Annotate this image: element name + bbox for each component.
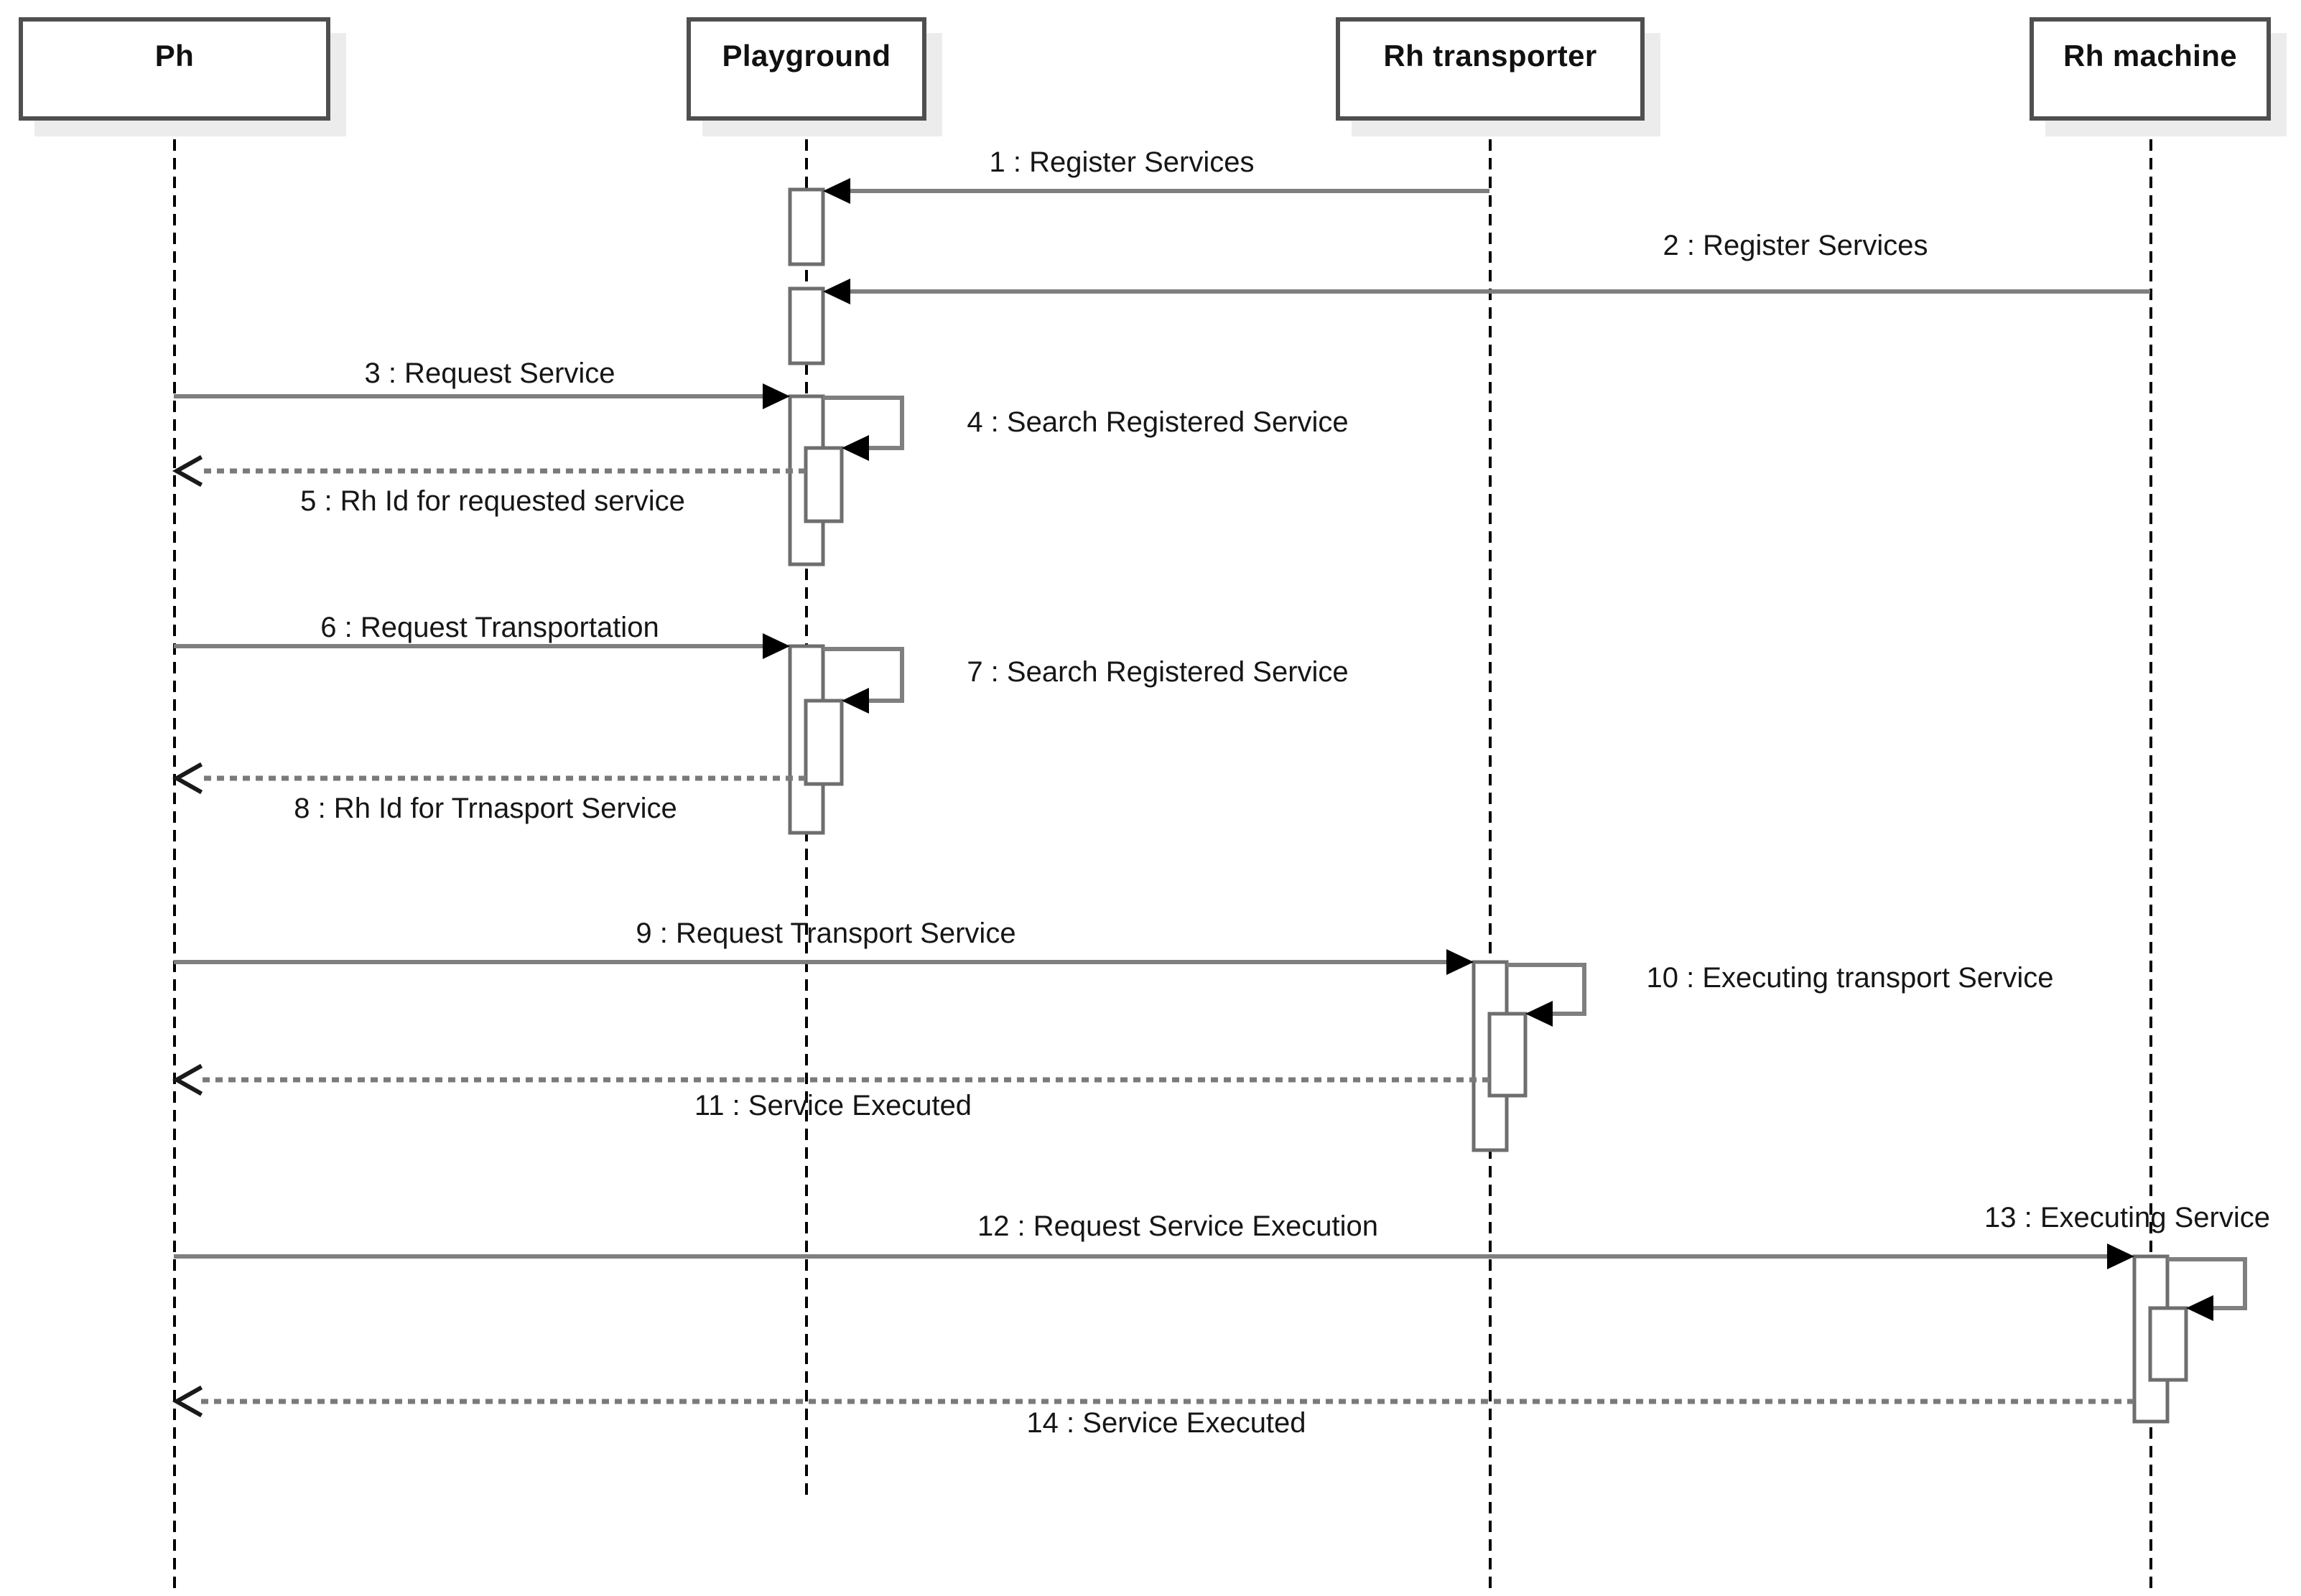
activation-rh-transporter-msg10 — [1487, 1012, 1528, 1098]
message-5-label: 5 : Rh Id for requested service — [300, 486, 685, 518]
activation-playground-msg2 — [788, 286, 825, 365]
message-7-self-line — [823, 647, 904, 703]
message-13-arrowhead — [2186, 1295, 2213, 1321]
message-6-label: 6 : Request Transportation — [320, 612, 659, 644]
actor-playground: Playground — [687, 17, 926, 121]
message-7-label: 7 : Search Registered Service — [967, 657, 1349, 689]
actor-rh-transporter: Rh transporter — [1336, 17, 1645, 121]
message-9-label: 9 : Request Transport Service — [636, 918, 1016, 950]
message-4-arrowhead — [842, 435, 869, 461]
message-1-arrowhead — [823, 178, 850, 204]
message-9-arrowhead — [1446, 949, 1474, 975]
actor-rh-machine: Rh machine — [2030, 17, 2271, 121]
activation-playground-msg1 — [788, 187, 825, 266]
message-12-label: 12 : Request Service Execution — [977, 1211, 1379, 1243]
message-3-label: 3 : Request Service — [364, 358, 615, 390]
message-2-label: 2 : Register Services — [1663, 230, 1928, 262]
activation-playground-msg4 — [804, 446, 844, 523]
message-13-label: 13 : Executing Service — [1984, 1203, 2270, 1234]
message-7-arrowhead — [842, 688, 869, 714]
message-11-label: 11 : Service Executed — [694, 1091, 972, 1122]
message-8-label: 8 : Rh Id for Trnasport Service — [294, 793, 677, 825]
actor-rh-transporter-label: Rh transporter — [1383, 40, 1597, 73]
actor-ph-label: Ph — [154, 40, 195, 73]
message-6-arrowhead — [763, 633, 790, 659]
message-5-open-arrowhead — [172, 454, 203, 487]
message-14-open-arrowhead — [172, 1385, 203, 1418]
message-2-arrowhead — [823, 279, 850, 304]
message-1-label: 1 : Register Services — [989, 147, 1255, 179]
message-12-arrowhead — [2107, 1243, 2134, 1269]
message-3-arrowhead — [763, 383, 790, 409]
message-10-label: 10 : Executing transport Service — [1646, 963, 2054, 994]
message-4-label: 4 : Search Registered Service — [967, 407, 1349, 439]
actor-rh-machine-label: Rh machine — [2063, 40, 2238, 73]
activation-playground-msg7 — [804, 699, 844, 786]
message-10-self-line — [1507, 963, 1586, 1016]
message-10-arrowhead — [1525, 1001, 1553, 1027]
actor-playground-label: Playground — [722, 40, 891, 73]
actor-ph: Ph — [19, 17, 330, 121]
message-4-self-line — [823, 396, 904, 450]
message-13-self-line — [2167, 1257, 2247, 1310]
activation-rh-machine-msg13 — [2148, 1306, 2188, 1382]
message-8-open-arrowhead — [172, 762, 203, 795]
message-11-open-arrowhead — [172, 1063, 203, 1096]
message-14-label: 14 : Service Executed — [1026, 1408, 1306, 1439]
